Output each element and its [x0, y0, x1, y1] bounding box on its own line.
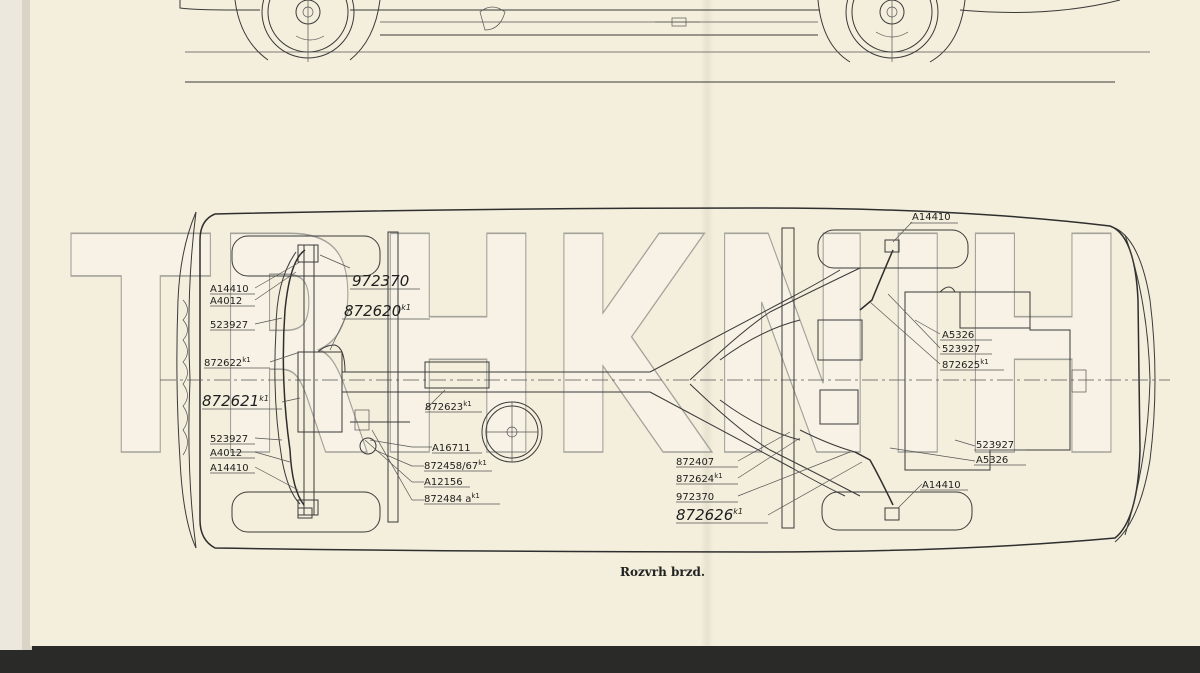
label-a12156: A12156 [424, 477, 463, 488]
label-a4012-top-left: A4012 [210, 296, 242, 307]
label-872620: 872620k1 [344, 302, 411, 320]
label-972370-bottom: 972370 [676, 492, 714, 503]
label-523927-bottom-left: 523927 [210, 434, 248, 445]
label-872623: 872623k1 [425, 400, 472, 413]
label-872458-67: 872458/67k1 [424, 459, 487, 472]
center-labels: 872623k1 A16711 872458/67k1 A12156 87248… [412, 400, 500, 505]
plan-view [160, 207, 1170, 553]
label-872407: 872407 [676, 457, 714, 468]
right-labels: A14410 A5326 523927 872625k1 523927 A532… [910, 212, 1026, 491]
drawing-sheet [30, 0, 1200, 646]
label-a5326-top-right: A5326 [942, 330, 974, 341]
label-872622: 872622k1 [204, 356, 251, 369]
top-center-labels: 972370 872620k1 [342, 272, 430, 320]
label-872626: 872626k1 [676, 506, 743, 524]
label-523927-top-right: 523927 [942, 344, 980, 355]
label-872625: 872625k1 [942, 358, 989, 371]
label-a14410-top-left: A14410 [210, 284, 249, 295]
label-a14410-bottom-right: A14410 [922, 480, 961, 491]
right-bottom-labels: 872407 872624k1 972370 872626k1 [676, 457, 768, 524]
label-a14410-top-right: A14410 [912, 212, 951, 223]
label-a14410-bottom-left: A14410 [210, 463, 249, 474]
leader-lines [254, 221, 976, 516]
label-a5326-bottom-right: A5326 [976, 455, 1008, 466]
label-523927-bottom-right: 523927 [976, 440, 1014, 451]
watermark: TRHKNIH [70, 174, 1130, 523]
left-page-edge [22, 0, 32, 650]
page-gutter [700, 0, 714, 646]
label-872624: 872624k1 [676, 472, 723, 485]
side-view [179, 0, 1150, 83]
left-labels: A14410 A4012 523927 872622k1 872621k1 52… [202, 284, 282, 474]
label-a4012-bottom-left: A4012 [210, 448, 242, 459]
label-872621: 872621k1 [202, 392, 269, 410]
diagram-caption: Rozvrh brzd. [620, 565, 705, 579]
label-523927-top-left: 523927 [210, 320, 248, 331]
label-972370-top: 972370 [352, 272, 409, 290]
label-a16711: A16711 [432, 443, 471, 454]
